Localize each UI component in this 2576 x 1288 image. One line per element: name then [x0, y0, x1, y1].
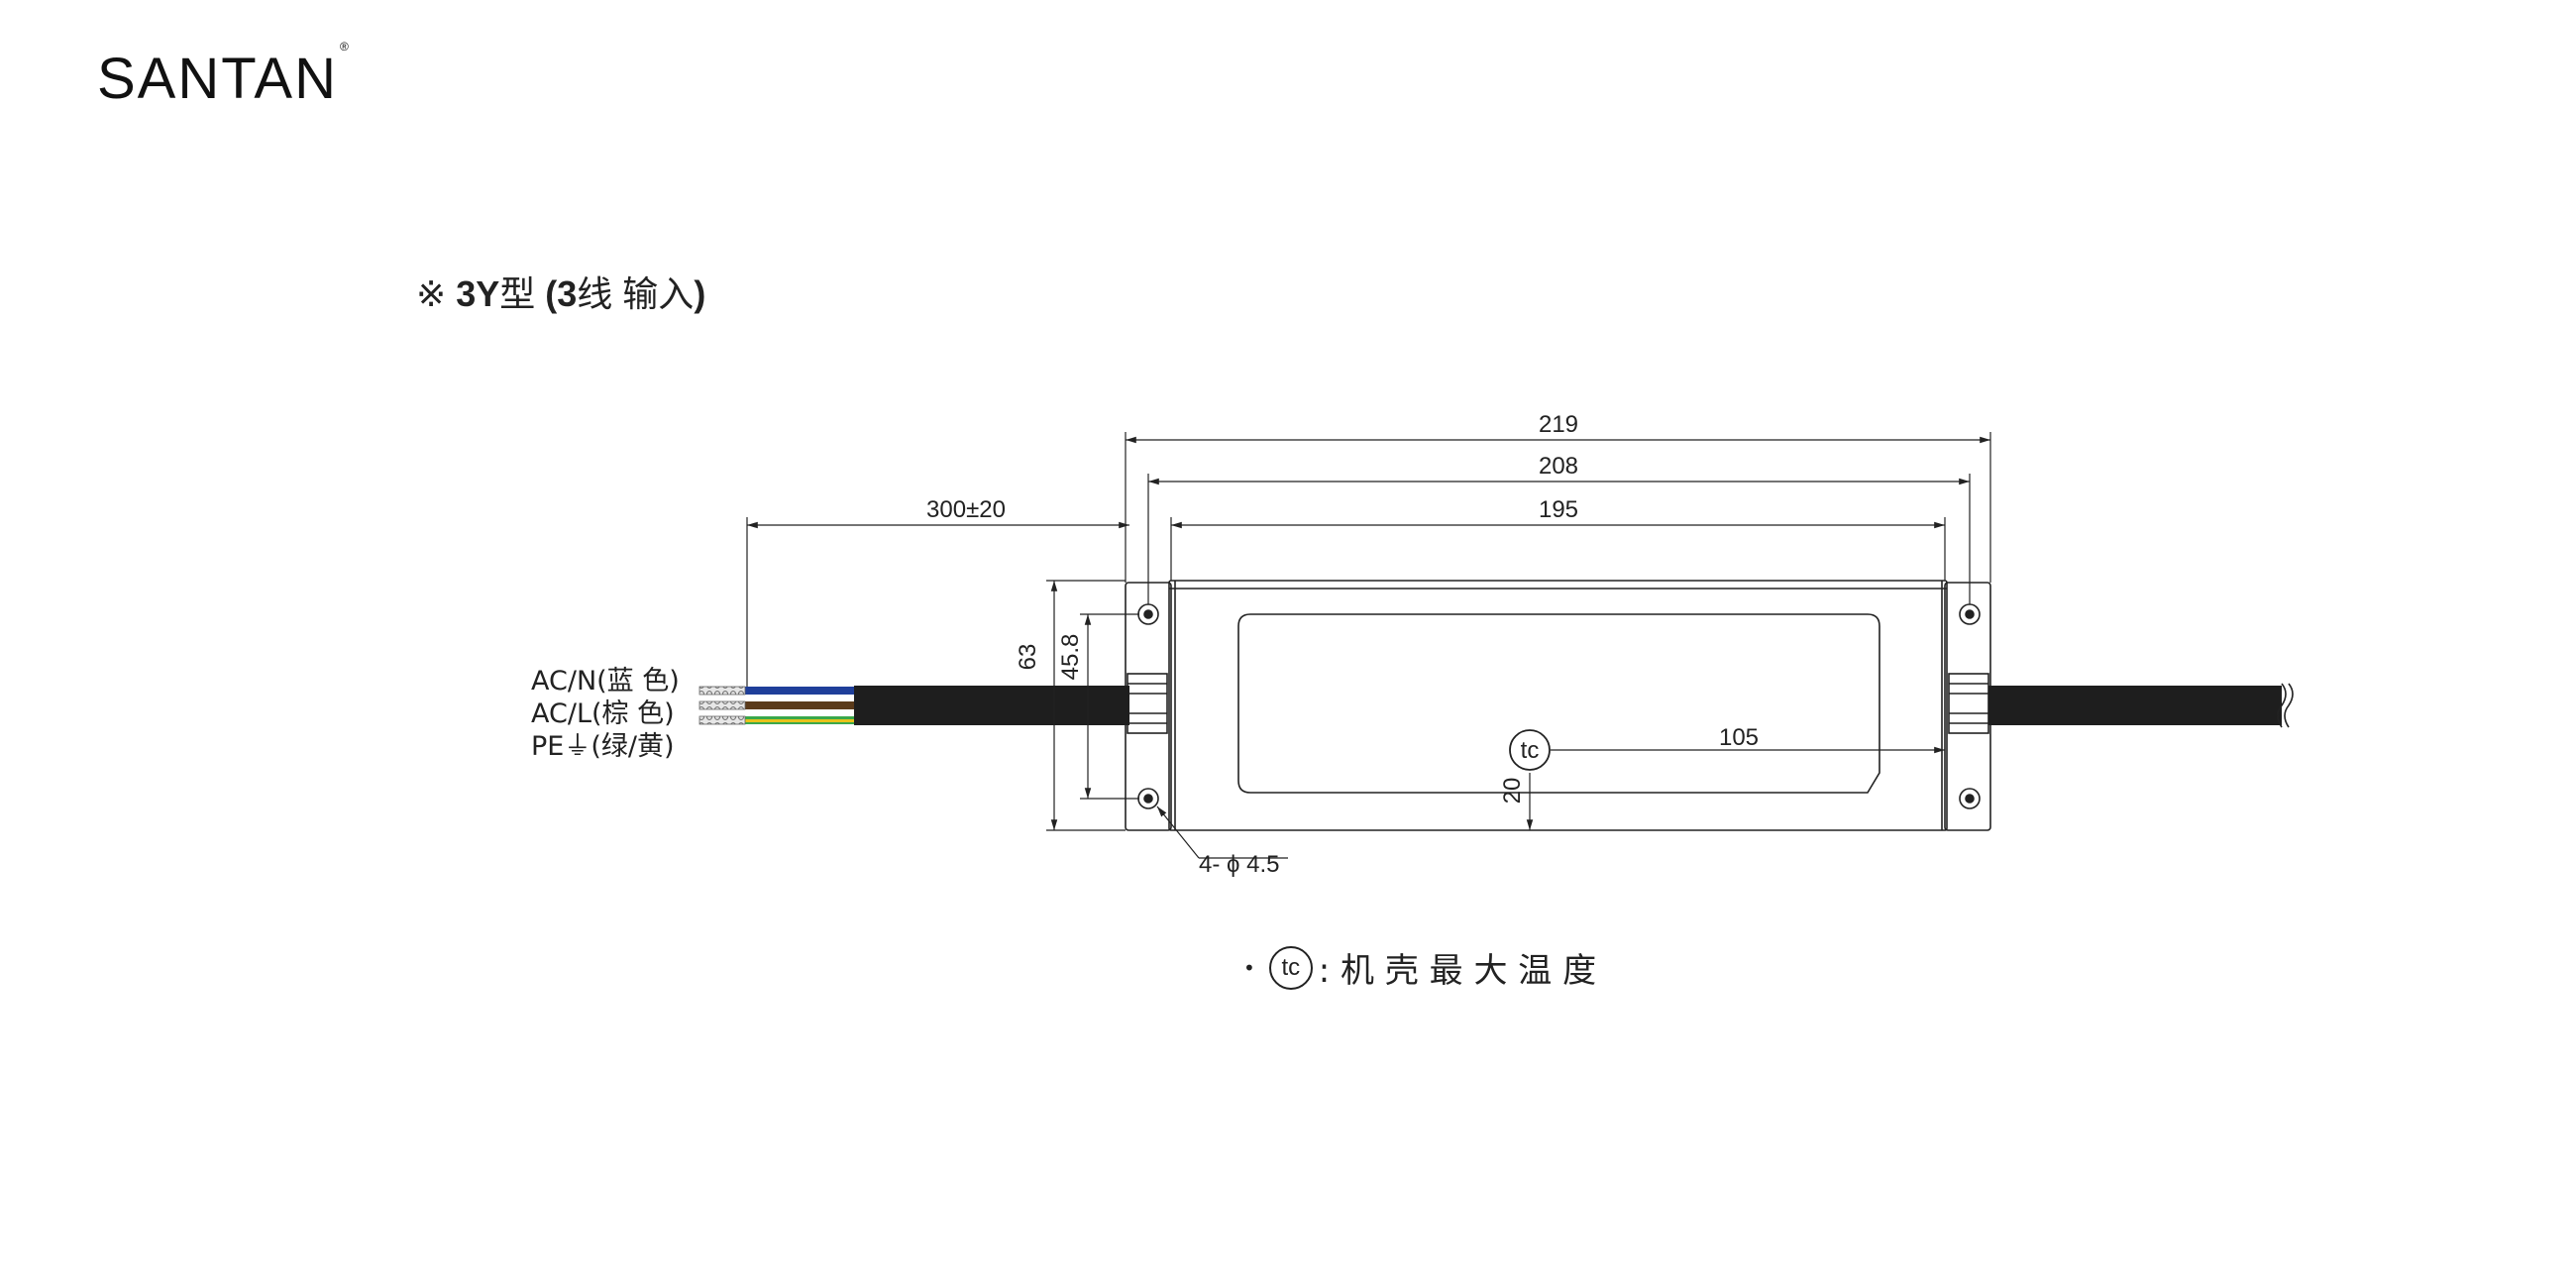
wire-label-line: AC/L(棕 色) — [531, 698, 675, 729]
housing-body — [1168, 580, 1948, 831]
dim-mount-holes: 4- ϕ 4.5 — [1199, 851, 1279, 878]
dim-195: 195 — [1539, 496, 1578, 523]
wire-label-neutral: AC/N(蓝 色) — [531, 666, 680, 697]
dim-20: 20 — [1499, 778, 1526, 805]
heading-model-suffix: 型 — [499, 273, 536, 314]
right-flange — [1944, 582, 1991, 831]
dim-219: 219 — [1539, 411, 1578, 438]
dim-45-8: 45.8 — [1057, 634, 1084, 681]
brand-logo: SANTAN® — [97, 39, 351, 111]
hole-leader — [1156, 805, 1200, 859]
heading-symbol: ※ — [416, 273, 447, 314]
right-gland — [1948, 673, 1989, 734]
left-gland — [1127, 673, 1168, 734]
heading-wire-count: 3 — [557, 273, 578, 314]
model-heading: ※ 3Y型 (3线 输入) — [416, 266, 705, 317]
dim-cable-length: 300±20 — [926, 496, 1006, 523]
tc-marker — [1509, 729, 1551, 771]
wire-leads — [698, 686, 854, 725]
dim-63: 63 — [1015, 644, 1041, 671]
label-recess — [1237, 613, 1880, 794]
heading-wire-desc: 线 输入 — [577, 273, 695, 314]
left-flange — [1125, 582, 1172, 831]
right-cable — [1988, 686, 2282, 725]
note-tc-icon: tc — [1268, 945, 1313, 990]
note-text: : 机 壳 最 大 温 度 — [1318, 951, 1597, 991]
wire-label-earth: PE⏚(绿/黄) — [531, 731, 675, 762]
mount-holes — [1137, 603, 1981, 809]
tc-marker-label: tc — [1521, 737, 1540, 764]
left-cable — [854, 686, 1129, 725]
heading-paren-open: ( — [545, 273, 558, 314]
heading-model-code: 3Y — [456, 273, 500, 314]
note-bullet: • — [1243, 955, 1255, 980]
tc-note: • tc : 机 壳 最 大 温 度 — [1243, 943, 1596, 992]
heading-paren-close: ) — [694, 273, 706, 314]
dim-105: 105 — [1719, 724, 1759, 751]
dim-208: 208 — [1539, 453, 1578, 480]
cable-break — [2277, 683, 2287, 728]
